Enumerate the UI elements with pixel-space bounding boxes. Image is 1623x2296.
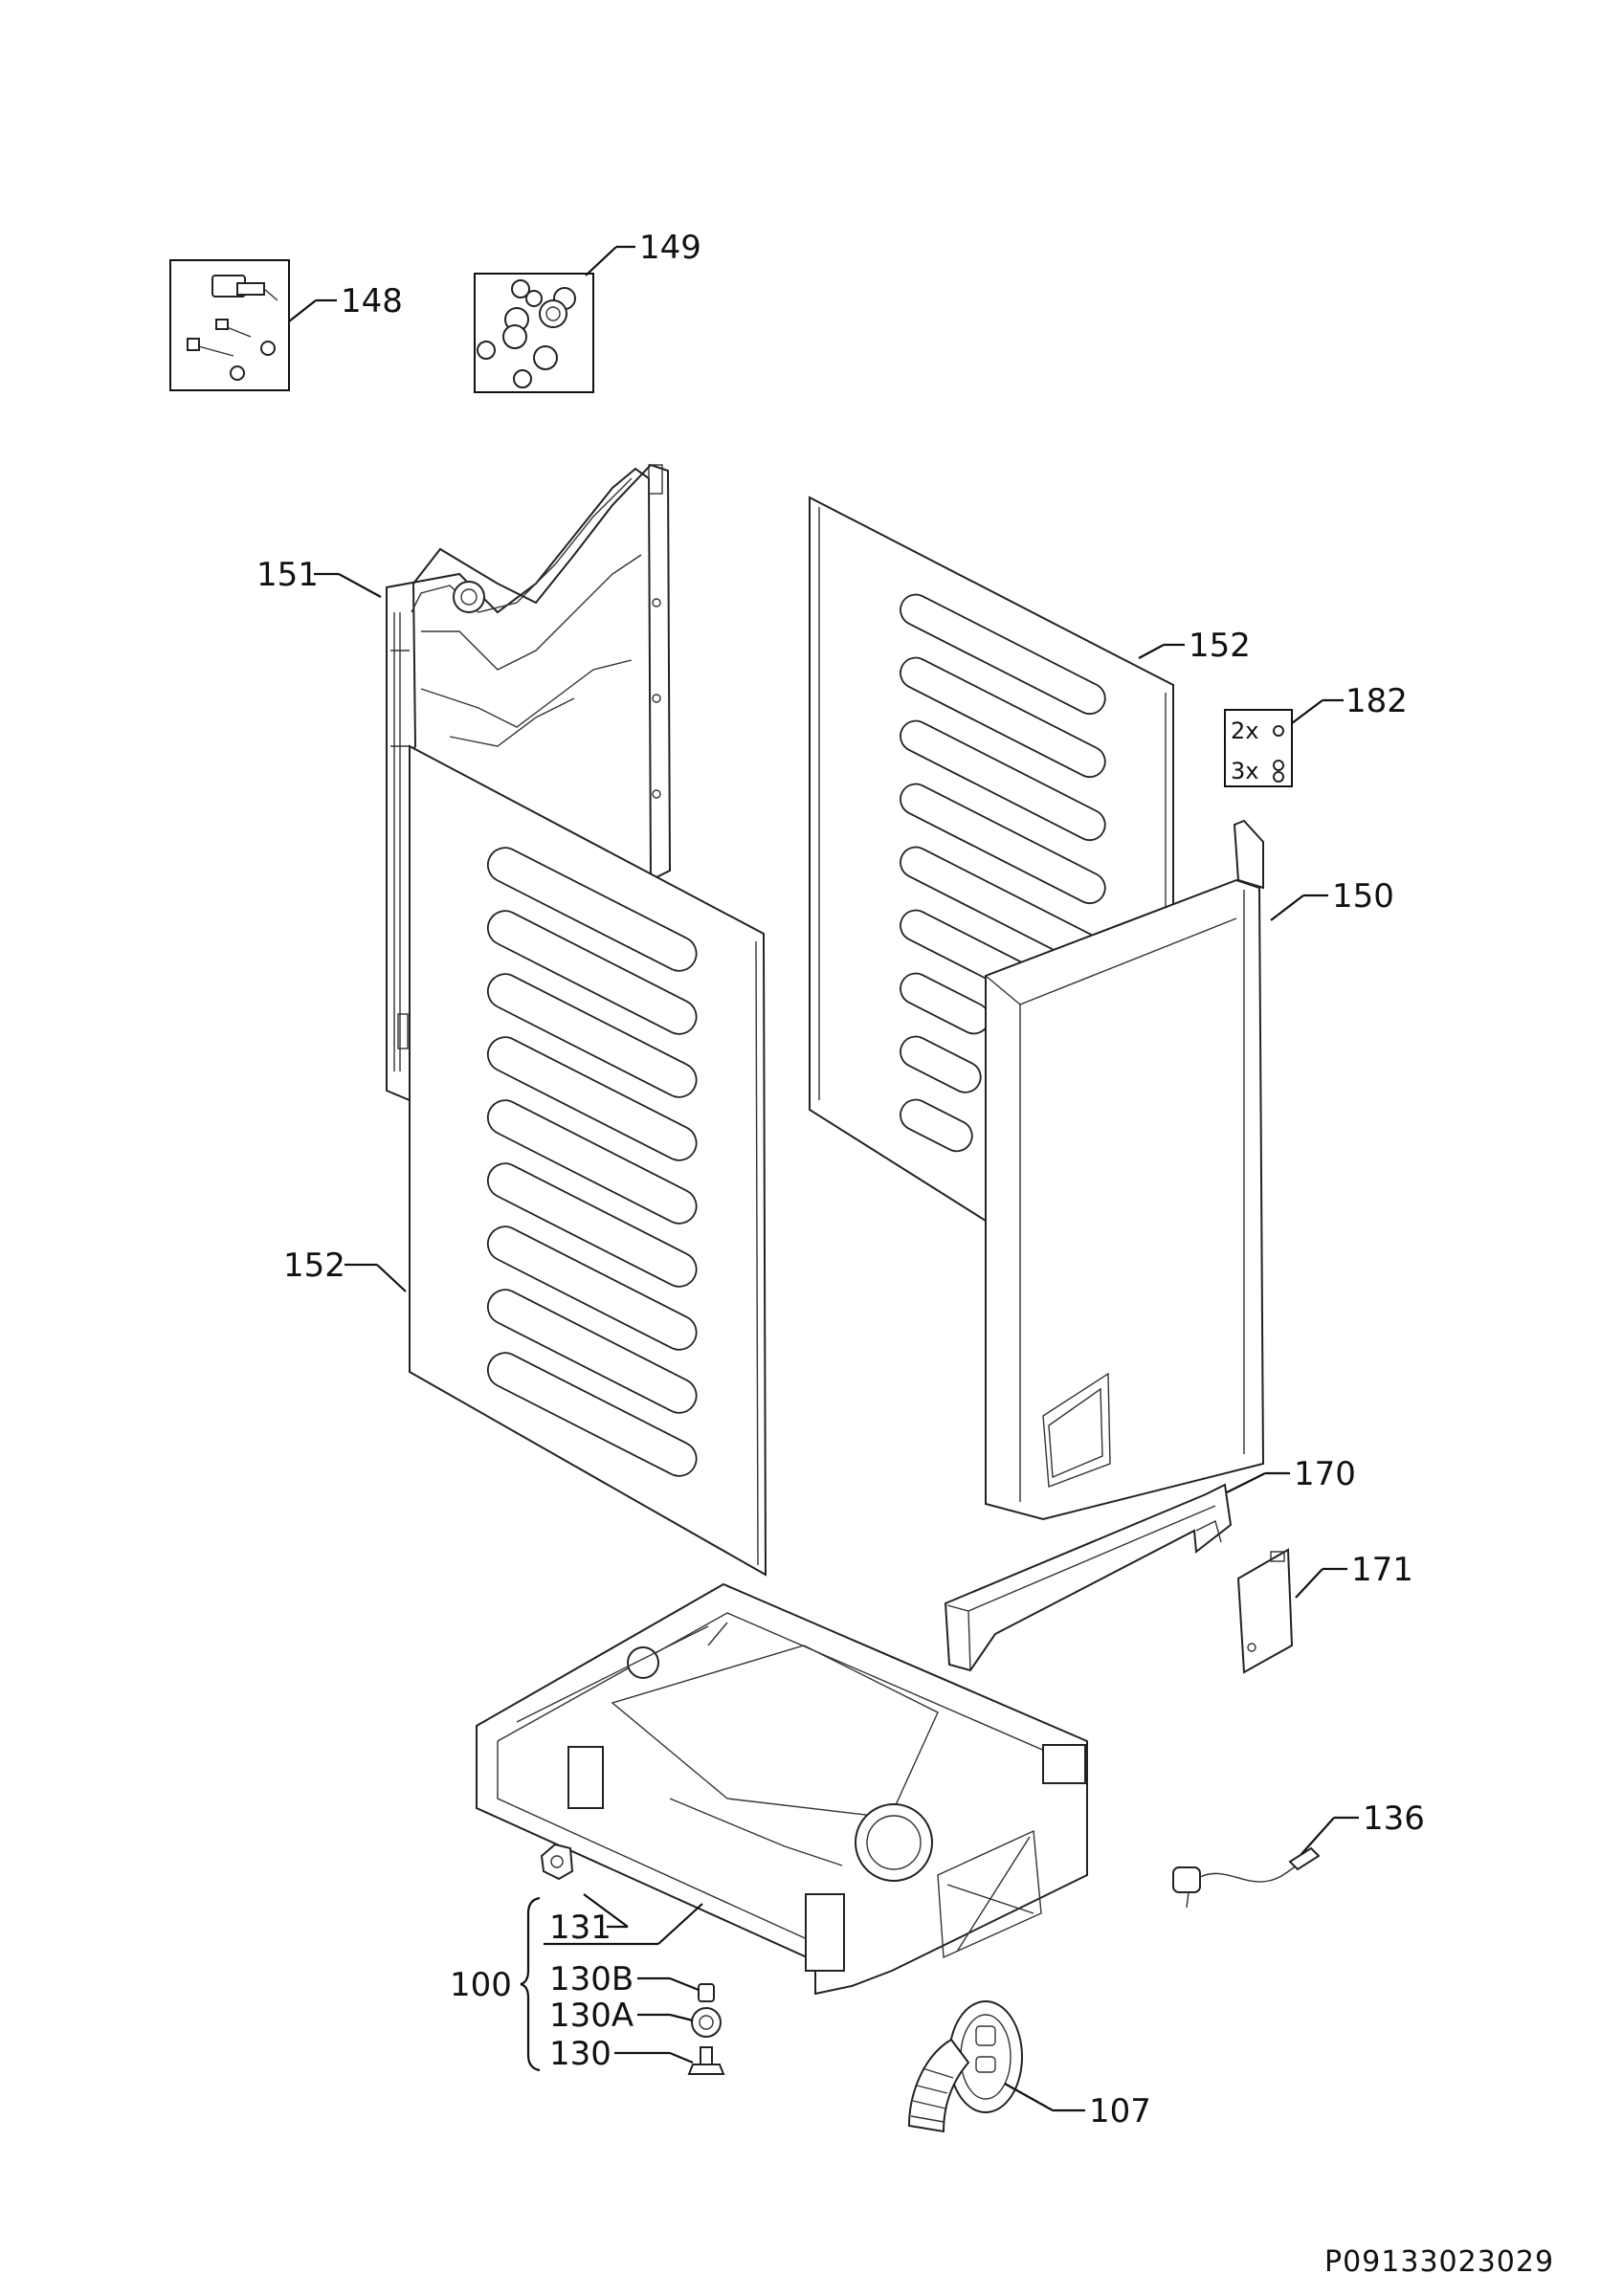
leader-151-diag — [338, 573, 382, 598]
callout-100: 100 — [450, 1966, 512, 2004]
part-131-fitting[interactable] — [540, 1843, 574, 1881]
callout-152-lower: 152 — [283, 1247, 345, 1285]
bracket-100 — [520, 1896, 541, 2072]
part-100-base-assembly[interactable] — [476, 1582, 1088, 1996]
callout-107: 107 — [1089, 2092, 1151, 2130]
callout-170: 170 — [1294, 1455, 1356, 1493]
leader-148 — [288, 299, 317, 322]
document-id: P09133023029 — [1324, 2245, 1554, 2279]
leader-130-diag — [669, 2051, 694, 2064]
leader-182 — [1291, 699, 1323, 724]
part-130A-foot-washer[interactable] — [691, 2007, 722, 2038]
callout-136: 136 — [1363, 1799, 1425, 1838]
part-148-hardware-kit[interactable] — [169, 259, 290, 391]
leader-171 — [1295, 1568, 1323, 1599]
leader-150 — [1270, 894, 1304, 921]
part-150-front-panel[interactable] — [985, 819, 1265, 1521]
callout-171: 171 — [1351, 1551, 1413, 1589]
callout-130B: 130B — [549, 1960, 634, 1998]
part-136-sensor-cable[interactable] — [1172, 1846, 1321, 1909]
leader-170 — [1226, 1472, 1266, 1493]
leader-149 — [585, 246, 617, 276]
callout-130: 130 — [549, 2035, 611, 2073]
callout-152-upper: 152 — [1189, 627, 1251, 665]
leader-130A-diag — [669, 2013, 694, 2022]
callout-182: 182 — [1345, 682, 1408, 720]
leader-152-upper — [1138, 644, 1165, 659]
part-130B-foot-cap[interactable] — [698, 1983, 715, 2002]
leader-130B-diag — [669, 1976, 700, 1992]
leader-107 — [1004, 2083, 1054, 2111]
part-149-fittings-kit[interactable] — [474, 273, 594, 393]
leader-152-lower-diag — [376, 1264, 407, 1292]
leader-131-diag — [583, 1893, 629, 1928]
callout-151: 151 — [256, 556, 319, 594]
part-170-plinth[interactable] — [944, 1483, 1233, 1672]
callout-130A: 130A — [549, 1997, 634, 2035]
part-152-side-panel-lower[interactable] — [409, 744, 767, 1577]
callout-149: 149 — [639, 229, 701, 267]
leader-136 — [1301, 1817, 1335, 1855]
part-130-foot[interactable] — [687, 2046, 725, 2075]
kit-182-qty-b: 3x — [1231, 758, 1258, 784]
leader-100-diag — [657, 1903, 703, 1945]
callout-131: 131 — [549, 1909, 611, 1947]
callout-148: 148 — [341, 282, 403, 320]
callout-150: 150 — [1332, 877, 1394, 916]
part-107-sump-hose[interactable] — [907, 2000, 1023, 2133]
part-171-service-flap[interactable] — [1236, 1548, 1294, 1674]
kit-182-qty-a: 2x — [1231, 718, 1258, 744]
part-152-side-panel-upper[interactable] — [809, 496, 1174, 1223]
part-182-screw-kit[interactable]: 2x 3x — [1224, 709, 1293, 787]
